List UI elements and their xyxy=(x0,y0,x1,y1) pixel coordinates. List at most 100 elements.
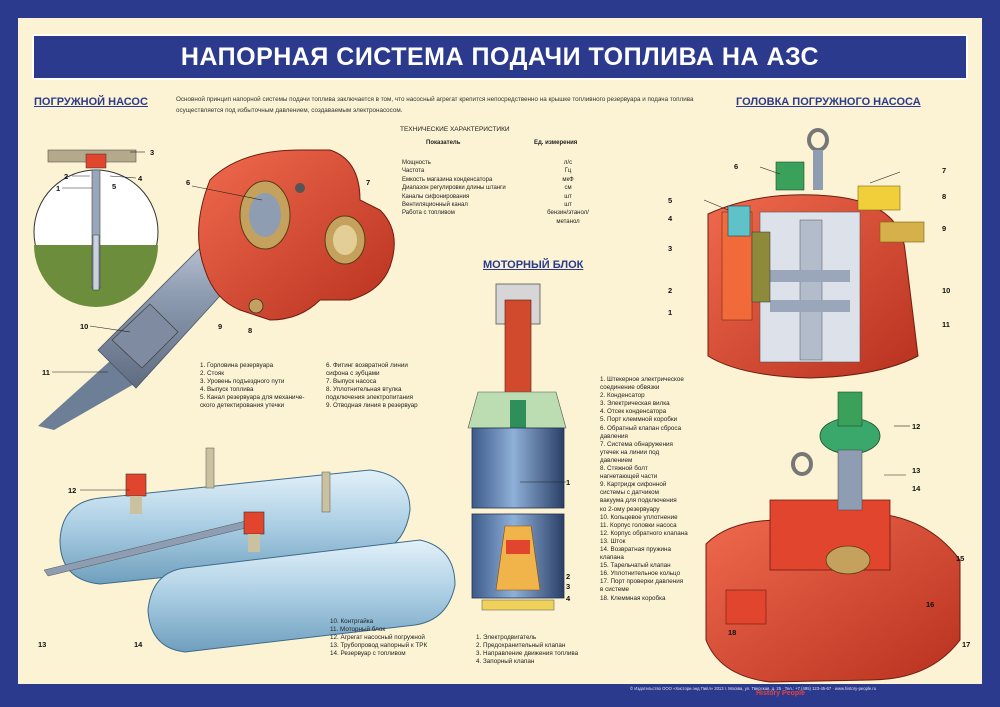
callout-head-15: 15 xyxy=(956,554,965,563)
legend-head-item-17: ко 2-ому резервуару xyxy=(600,505,660,513)
legend-head-item-8: давления xyxy=(600,432,628,440)
tech-row-3: Емкость магазина конденсатора xyxy=(402,176,493,183)
legend-head-item-18: 10. Кольцевое уплотнение xyxy=(600,513,678,521)
legend-pump-item-4: 4. Выпуск топлива xyxy=(200,386,254,394)
callout-8: 8 xyxy=(248,326,253,335)
legend-head-item-16: вакуума для подключения xyxy=(600,497,677,505)
legend-motor-item-4: 4. Запорный клапан xyxy=(476,658,535,666)
legend-head-item-9: 7. Система обнаружения xyxy=(600,440,673,448)
tech-col1: Показатель xyxy=(426,140,461,146)
legend-head-item-2: соединение обвязки xyxy=(600,384,660,392)
legend-head-item-7: 6. Обратный клапан сброса xyxy=(600,424,682,432)
legend-tank-item-1: 10. Контргайка xyxy=(330,618,374,625)
callout-head-10: 10 xyxy=(942,286,951,295)
legend-pump2-item-2: сифона с зубцами xyxy=(326,370,380,378)
legend-motor-item-3: 3. Направление движения топлива xyxy=(476,650,579,658)
callout-head-1: 1 xyxy=(668,308,673,317)
legend-pump2-item-4: 8. Уплотнительная втулка xyxy=(326,386,402,394)
legend-head-item-23: клапана xyxy=(600,554,624,562)
legend-head-item-11: давлением xyxy=(600,456,633,464)
callout-12: 12 xyxy=(68,486,77,495)
page-title: НАПОРНАЯ СИСТЕМА ПОДАЧИ ТОПЛИВА НА АЗС xyxy=(180,43,820,71)
legend-pump-item-5: 5. Канал резервуара для механиче- xyxy=(200,394,305,402)
callout-head-7: 7 xyxy=(942,166,947,175)
tech-title: ТЕХНИЧЕСКИЕ ХАРАКТЕРИСТИКИ xyxy=(400,126,510,133)
tech-row-4: Диапазон регулировки длины штанги xyxy=(402,185,506,192)
callout-2: 2 xyxy=(64,172,69,181)
legend-head-item-26: 17. Порт проверки давления xyxy=(600,578,684,586)
legend-head-item-25: 16. Уплотнительное кольцо xyxy=(600,570,681,578)
legend-head-item-6: 5. Порт клеммной коробки xyxy=(600,416,678,424)
tech-col2: Ед. измерения xyxy=(534,140,578,146)
legend-head-item-12: 8. Стяжной болт xyxy=(600,465,648,473)
callout-motor-1: 1 xyxy=(566,478,571,487)
pump-head-cutaway-illustration xyxy=(707,128,925,379)
legend-head-item-19: 11. Корпус головки насоса xyxy=(600,521,677,529)
section-motor-title: МОТОРНЫЙ БЛОК xyxy=(483,259,584,271)
legend-pump2-item-6: 9. Отводная линия в резервуар xyxy=(326,402,418,410)
callout-head-2: 2 xyxy=(668,286,673,295)
legend-head-item-14: 9. Картридж сифонной xyxy=(600,481,667,489)
callout-10: 10 xyxy=(80,322,89,331)
callout-motor-3: 3 xyxy=(566,582,571,591)
callout-head-5: 5 xyxy=(668,196,673,205)
callout-head-9: 9 xyxy=(942,224,947,233)
legend-head-item-10: утечек на линии под xyxy=(600,448,660,456)
submersible-pump-illustration xyxy=(38,149,395,430)
leader-lines xyxy=(52,151,910,491)
legend-head-item-27: в системе xyxy=(600,586,630,594)
legend-pump-item-2: 2. Стояк xyxy=(200,370,225,378)
callout-motor-4: 4 xyxy=(566,594,571,603)
legend-pump-item-1: 1. Горловина резервуара xyxy=(200,362,274,369)
callout-head-6: 6 xyxy=(734,162,739,171)
callout-head-13: 13 xyxy=(912,466,921,475)
legend-head-item-15: системы с датчиком xyxy=(600,489,660,497)
tech-row-7: Работа с топливом xyxy=(402,210,455,217)
legend-tank-item-5: 14. Резервуар с топливом xyxy=(330,650,406,658)
intro-text: Основной принцип напорной системы подачи… xyxy=(176,96,694,114)
section-head-title: ГОЛОВКА ПОГРУЖНОГО НАСОСА xyxy=(736,96,921,108)
legend-motor-item-2: 2. Предохранительный клапан xyxy=(476,642,566,650)
pump-head-exterior-illustration xyxy=(705,391,961,683)
legend-head-item-5: 4. Отсек конденсатора xyxy=(600,408,667,416)
callout-head-12: 12 xyxy=(912,422,921,431)
tech-unit-7: бензин/этанол/ метанол xyxy=(547,210,589,225)
title-bar: НАПОРНАЯ СИСТЕМА ПОДАЧИ ТОПЛИВА НА АЗС xyxy=(32,34,968,80)
callout-6: 6 xyxy=(186,178,191,187)
legend-tank-item-4: 13. Трубопровод напорный к ТРК xyxy=(330,642,428,650)
callout-13: 13 xyxy=(38,640,47,649)
callout-14: 14 xyxy=(134,640,143,649)
footer-imprint: © Издательство ООО «Хистори энд Пипл» 20… xyxy=(630,686,877,691)
callout-1: 1 xyxy=(56,184,61,193)
legend-head-item-3: 2. Конденсатор xyxy=(600,392,645,400)
legend-head-item-21: 13. Шток xyxy=(600,537,626,545)
legend-head-item-13: нагнетающей части xyxy=(600,473,658,481)
legend-head-item-24: 15. Тарельчатый клапан xyxy=(600,562,671,570)
callout-5: 5 xyxy=(112,182,117,191)
legend-head-item-20: 12. Корпус обратного клапана xyxy=(600,529,688,537)
callout-head-8: 8 xyxy=(942,192,947,201)
tech-unit-3: мкФ xyxy=(562,176,574,183)
tank-section-diagram xyxy=(33,149,159,307)
legend-pump-item-3: 3. Уровень подъездного пути xyxy=(200,378,285,386)
callout-head-3: 3 xyxy=(668,244,673,253)
motor-block-illustration xyxy=(467,283,567,611)
tech-unit-6: шт xyxy=(564,202,572,209)
tech-row-2: Частота xyxy=(402,168,425,175)
tech-unit-5: шт xyxy=(564,193,572,200)
legend-pump-item-6: ского детектирования утечки xyxy=(200,402,285,410)
brand-logo: History People xyxy=(756,690,806,697)
callout-head-11: 11 xyxy=(942,320,950,329)
legend-tank-item-2: 11. Моторный блок xyxy=(330,626,386,634)
callout-head-17: 17 xyxy=(962,640,971,649)
callout-motor-2: 2 xyxy=(566,572,571,581)
callout-7: 7 xyxy=(366,178,371,187)
callout-head-4: 4 xyxy=(668,214,673,223)
